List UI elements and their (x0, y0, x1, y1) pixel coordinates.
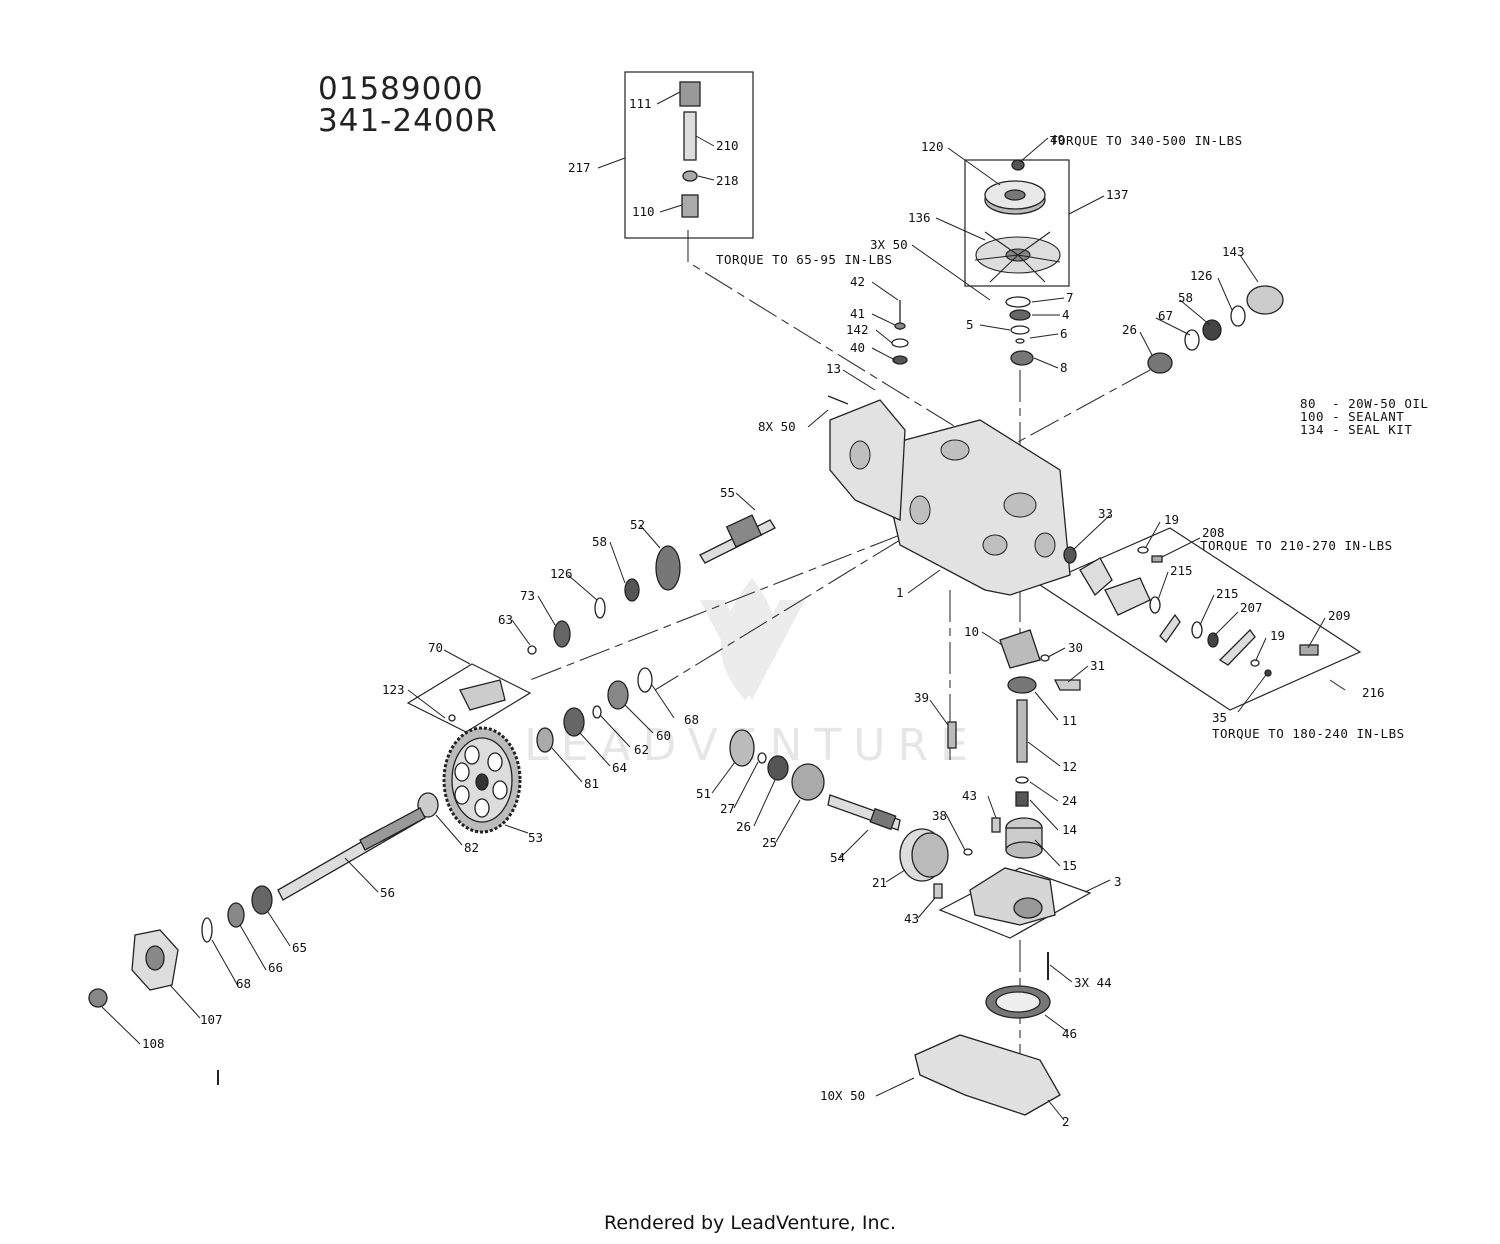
callout-label: 137 (1106, 187, 1129, 202)
callout-label: 120 (921, 139, 944, 154)
callout-label: 3X 44 (1074, 975, 1112, 990)
callout-label: 31 (1090, 658, 1105, 673)
callout-label: 49 (1050, 132, 1065, 147)
callout-label: 53 (528, 830, 543, 845)
callout-label: 68 (236, 976, 251, 991)
callout-label: 68 (684, 712, 699, 727)
callout-label: 14 (1062, 822, 1077, 837)
callout-label: 46 (1062, 1026, 1077, 1041)
callout-label: 13 (826, 361, 841, 376)
callout-label: 35 (1212, 710, 1227, 725)
callout-label: 26 (736, 819, 751, 834)
callout-label: 15 (1062, 858, 1077, 873)
callout-label: 63 (498, 612, 513, 627)
callout-label: 216 (1362, 685, 1385, 700)
box-70-bracket (406, 663, 532, 733)
callout-label: 110 (632, 204, 655, 219)
callout-label: 67 (1158, 308, 1173, 323)
callout-label: 39 (914, 690, 929, 705)
parts (88, 81, 1319, 1116)
callout-label: 108 (142, 1036, 165, 1051)
footer-credit: Rendered by LeadVenture, Inc. (603, 1212, 897, 1234)
callout-label: 210 (716, 138, 739, 153)
callout-label: 62 (634, 742, 649, 757)
callout-label: 10X 50 (820, 1088, 865, 1103)
callout-label: 40 (850, 340, 865, 355)
assembly-axis-lines (529, 230, 1151, 1090)
callout-label: 42 (850, 274, 865, 289)
callout-label: 81 (584, 776, 599, 791)
callout-label: 51 (696, 786, 711, 801)
callout-label: 55 (720, 485, 735, 500)
callout-label: 209 (1328, 608, 1351, 623)
callout-label: 126 (1190, 268, 1213, 283)
callout-label: 207 (1240, 600, 1263, 615)
callout-label: 24 (1062, 793, 1077, 808)
callout-label: 30 (1068, 640, 1083, 655)
callout-label: 54 (830, 850, 845, 865)
callout-label: 142 (846, 322, 869, 337)
note-sealant: 100 - SEALANT (1300, 409, 1405, 424)
callout-label: 3 (1114, 874, 1122, 889)
callout-label: 1 (896, 585, 904, 600)
callout-label: 5 (966, 317, 974, 332)
callout-label: 58 (1178, 290, 1193, 305)
callout-label: 8 (1060, 360, 1068, 375)
callout-label: 21 (872, 875, 887, 890)
callout-label: 215 (1170, 563, 1193, 578)
note-seal-kit: 134 - SEAL KIT (1300, 422, 1413, 437)
callout-label: 38 (932, 808, 947, 823)
torque-note: TORQUE TO 210-270 IN-LBS (1200, 538, 1393, 553)
callout-label: 3X 50 (870, 237, 908, 252)
part-number: 341-2400R (318, 103, 498, 139)
box-216-brake-kit (1038, 527, 1362, 711)
callout-label: 8X 50 (758, 419, 796, 434)
callout-label: 64 (612, 760, 627, 775)
callout-label: 70 (428, 640, 443, 655)
callout-label: 136 (908, 210, 931, 225)
callout-label: 215 (1216, 586, 1239, 601)
callout-label: 2 (1062, 1114, 1070, 1129)
callout-label: 43 (962, 788, 977, 803)
callout-label: 6 (1060, 326, 1068, 341)
callout-label: 19 (1164, 512, 1179, 527)
callout-label: 41 (850, 306, 865, 321)
callout-label: 11 (1062, 713, 1077, 728)
torque-note: TORQUE TO 180-240 IN-LBS (1212, 726, 1405, 741)
callout-label: 66 (268, 960, 283, 975)
callout-label: 208 (1202, 525, 1225, 540)
callout-label: 217 (568, 160, 591, 175)
callout-label: 123 (382, 682, 405, 697)
callout-label: 107 (200, 1012, 223, 1027)
callout-label: 10 (964, 624, 979, 639)
callout-label: 60 (656, 728, 671, 743)
callout-label: 65 (292, 940, 307, 955)
callout-label: 7 (1066, 290, 1074, 305)
callout-label: 126 (550, 566, 573, 581)
callout-label: 143 (1222, 244, 1245, 259)
callout-label: 111 (629, 96, 652, 111)
box-217-shift-assembly (624, 71, 754, 239)
callout-label: 12 (1062, 759, 1077, 774)
callout-label: 56 (380, 885, 395, 900)
model-number: 01589000 (318, 71, 484, 107)
callout-label: 43 (904, 911, 919, 926)
callout-label: 58 (592, 534, 607, 549)
torque-note: TORQUE TO 340-500 IN-LBS (1050, 133, 1243, 148)
callout-label: 4 (1062, 307, 1070, 322)
torque-note: TORQUE TO 65-95 IN-LBS (716, 252, 893, 267)
note-oil: 80 - 20W-50 OIL (1300, 396, 1429, 411)
callout-label: 73 (520, 588, 535, 603)
callout-label: 218 (716, 173, 739, 188)
callout-label: 33 (1098, 506, 1113, 521)
callout-label: 82 (464, 840, 479, 855)
callout-label: 52 (630, 517, 645, 532)
callout-label: 19 (1270, 628, 1285, 643)
leader-lines (101, 91, 1346, 1121)
callout-label: 27 (720, 801, 735, 816)
callout-label: 25 (762, 835, 777, 850)
callout-labels: 111 210 218 110 217 120 49 136 137 3X 50… (142, 96, 1385, 1129)
callout-label: 26 (1122, 322, 1137, 337)
